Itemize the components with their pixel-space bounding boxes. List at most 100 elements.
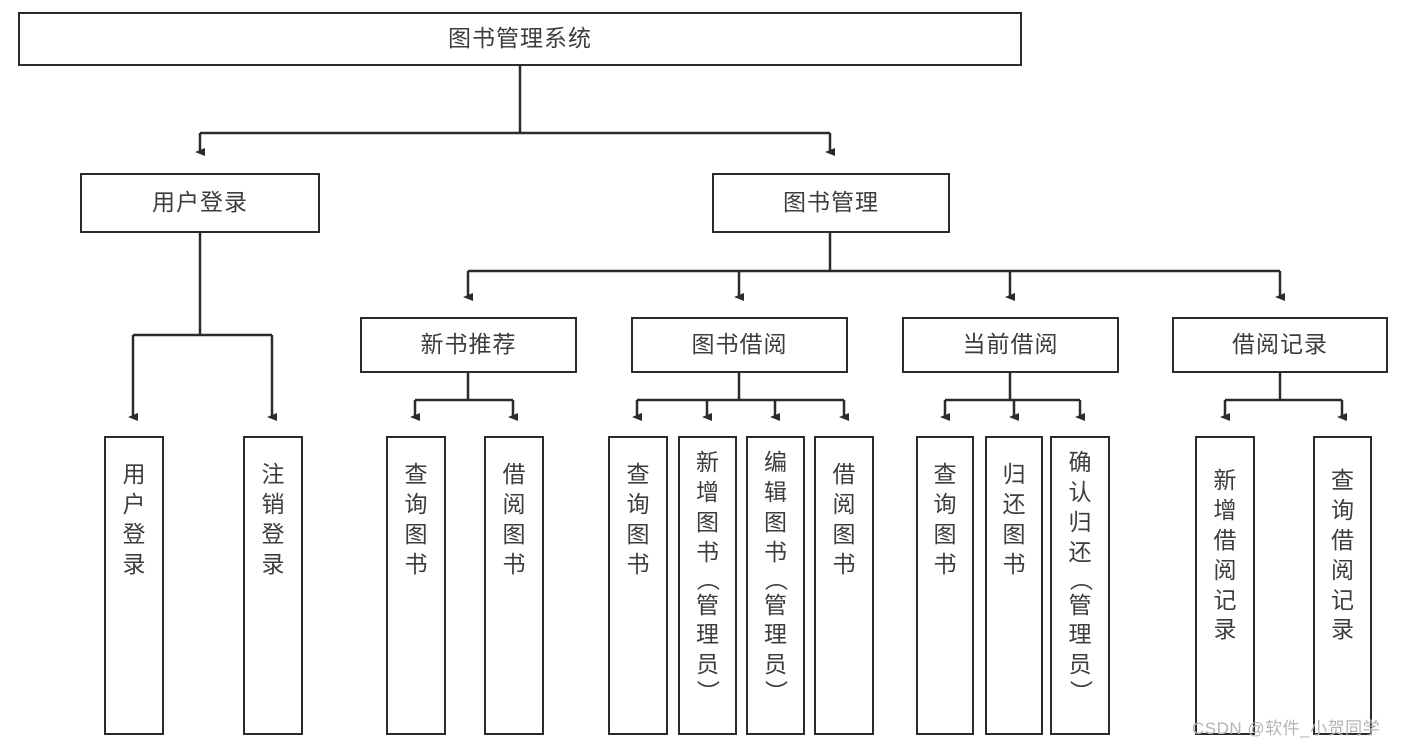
- vertical-char: 确: [1068, 449, 1092, 475]
- vertical-char: 借: [1331, 526, 1354, 553]
- leaf-query-book-recommend-label: 查询图书: [388, 460, 444, 580]
- vertical-char: 还: [1002, 490, 1026, 517]
- vertical-char: 书: [1002, 550, 1026, 577]
- vertical-char: 借: [1213, 526, 1237, 553]
- vertical-char: 书: [764, 538, 787, 565]
- leaf-user-login-label: 用户登录: [106, 460, 162, 580]
- vertical-char: 员: [764, 651, 787, 678]
- vertical-char: 书: [933, 550, 957, 577]
- vertical-char: 阅: [832, 490, 856, 517]
- node-current-borrow-label: 当前借阅: [962, 331, 1059, 358]
- node-current-borrow[interactable]: 当前借阅: [902, 317, 1119, 373]
- vertical-char: 图: [764, 508, 787, 535]
- vertical-char: 图: [832, 520, 856, 547]
- vertical-char: 询: [626, 490, 650, 517]
- vertical-char: 借: [502, 461, 526, 487]
- leaf-query-borrow-record[interactable]: 查询借阅记录: [1313, 436, 1372, 735]
- leaf-query-book-borrow-label: 查询图书: [610, 460, 666, 580]
- vertical-char: 理: [696, 621, 719, 648]
- vertical-char: 登: [261, 520, 285, 547]
- vertical-char: 录: [1331, 616, 1354, 643]
- vertical-char: 图: [696, 508, 719, 535]
- leaf-borrow-book-borrow-label: 借阅图书: [816, 460, 872, 580]
- vertical-char: 员: [1068, 651, 1092, 678]
- node-user-login[interactable]: 用户登录: [80, 173, 320, 233]
- leaf-add-book-admin-label: 新增图书（管理员）: [680, 448, 735, 703]
- vertical-char: 归: [1068, 508, 1092, 535]
- vertical-char: 注: [261, 461, 285, 487]
- vertical-char: 书: [696, 538, 719, 565]
- node-borrow-record[interactable]: 借阅记录: [1172, 317, 1388, 373]
- vertical-char: 增: [1213, 496, 1237, 523]
- vertical-char: 询: [1331, 496, 1354, 523]
- node-root-system[interactable]: 图书管理系统: [18, 12, 1022, 66]
- vertical-char: 阅: [502, 490, 526, 517]
- vertical-char: （: [1067, 567, 1094, 591]
- vertical-char: 辑: [764, 478, 787, 505]
- vertical-char: ）: [763, 680, 789, 704]
- leaf-return-book[interactable]: 归还图书: [985, 436, 1043, 735]
- leaf-query-book-current-label: 查询图书: [918, 460, 972, 580]
- leaf-user-login[interactable]: 用户登录: [104, 436, 164, 735]
- leaf-return-book-label: 归还图书: [987, 460, 1041, 580]
- vertical-char: 查: [1331, 467, 1354, 493]
- vertical-char: 理: [764, 621, 787, 648]
- vertical-char: 阅: [1331, 556, 1354, 583]
- vertical-char: 销: [261, 490, 285, 517]
- vertical-char: 登: [122, 520, 146, 547]
- vertical-char: （: [763, 567, 789, 591]
- vertical-char: 图: [1002, 520, 1026, 547]
- leaf-logout[interactable]: 注销登录: [243, 436, 303, 735]
- node-new-book-recommend[interactable]: 新书推荐: [360, 317, 577, 373]
- leaf-logout-label: 注销登录: [245, 460, 301, 580]
- vertical-char: 查: [404, 461, 428, 487]
- vertical-char: ）: [1067, 680, 1094, 704]
- node-book-management[interactable]: 图书管理: [712, 173, 950, 233]
- node-book-borrow[interactable]: 图书借阅: [631, 317, 848, 373]
- leaf-borrow-book-borrow[interactable]: 借阅图书: [814, 436, 874, 735]
- vertical-char: 新: [696, 449, 719, 475]
- leaf-borrow-book-recommend[interactable]: 借阅图书: [484, 436, 544, 735]
- vertical-char: 图: [502, 520, 526, 547]
- vertical-char: 书: [626, 550, 650, 577]
- vertical-char: 认: [1068, 478, 1092, 505]
- vertical-char: 增: [696, 478, 719, 505]
- node-new-book-recommend-label: 新书推荐: [420, 331, 517, 358]
- vertical-char: 书: [404, 550, 428, 577]
- vertical-char: 询: [933, 490, 957, 517]
- vertical-char: 查: [933, 461, 957, 487]
- leaf-add-borrow-record[interactable]: 新增借阅记录: [1195, 436, 1255, 735]
- leaf-query-book-borrow[interactable]: 查询图书: [608, 436, 668, 735]
- vertical-char: 录: [261, 550, 285, 577]
- leaf-add-book-admin[interactable]: 新增图书（管理员）: [678, 436, 737, 735]
- vertical-char: 书: [832, 550, 856, 577]
- vertical-char: 查: [626, 461, 650, 487]
- vertical-char: 新: [1213, 467, 1237, 493]
- vertical-char: 管: [1068, 591, 1092, 618]
- leaf-add-borrow-record-label: 新增借阅记录: [1197, 466, 1253, 645]
- node-borrow-record-label: 借阅记录: [1232, 331, 1328, 358]
- vertical-char: 归: [1002, 461, 1026, 487]
- leaf-confirm-return-admin[interactable]: 确认归还（管理员）: [1050, 436, 1110, 735]
- vertical-char: （: [695, 567, 721, 591]
- vertical-char: 管: [696, 591, 719, 618]
- vertical-char: 图: [933, 520, 957, 547]
- vertical-char: 记: [1331, 586, 1354, 613]
- vertical-char: 录: [122, 550, 146, 577]
- vertical-char: 管: [764, 591, 787, 618]
- node-root-system-label: 图书管理系统: [448, 25, 592, 52]
- vertical-char: 询: [404, 490, 428, 517]
- vertical-char: 理: [1068, 621, 1092, 648]
- leaf-confirm-return-admin-label: 确认归还（管理员）: [1052, 448, 1108, 703]
- vertical-char: 记: [1213, 586, 1237, 613]
- vertical-char: 录: [1213, 616, 1237, 643]
- leaf-query-book-current[interactable]: 查询图书: [916, 436, 974, 735]
- vertical-char: 用: [122, 461, 146, 487]
- node-book-borrow-label: 图书借阅: [691, 331, 788, 358]
- leaf-query-book-recommend[interactable]: 查询图书: [386, 436, 446, 735]
- leaf-borrow-book-recommend-label: 借阅图书: [486, 460, 542, 580]
- vertical-char: 借: [832, 461, 856, 487]
- leaf-edit-book-admin[interactable]: 编辑图书（管理员）: [746, 436, 805, 735]
